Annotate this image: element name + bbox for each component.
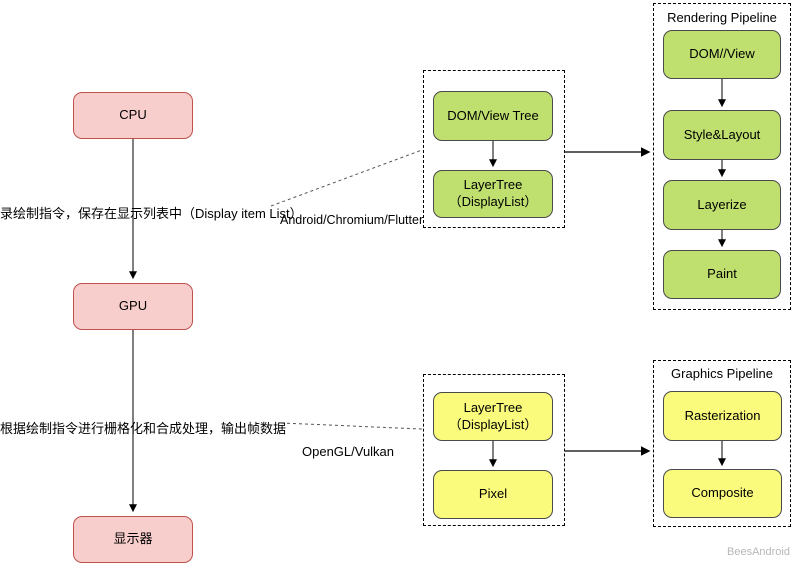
node-layerize-label: Layerize (697, 196, 747, 212)
label-opengl-vulkan: OpenGL/Vulkan (302, 444, 395, 459)
node-pixel-label: Pixel (478, 486, 508, 502)
link-cpu-note-group (270, 149, 423, 207)
node-layertree-bottom-label: LayerTree （DisplayList） (448, 399, 538, 432)
node-layertree-top-label: LayerTree （DisplayList） (448, 177, 538, 209)
node-pixel: Pixel (433, 470, 553, 519)
rendering-pipeline-title: Rendering Pipeline (667, 10, 777, 25)
annotation-cpu-note: 录绘制指令，保存在显示列表中（Display item List） (0, 206, 303, 221)
node-style-layout-label: Style&Layout (683, 126, 761, 142)
node-dom-view-tree: DOM/View Tree (433, 91, 553, 141)
node-dom-view-tree-label: DOM/View Tree (447, 107, 539, 123)
node-layertree-top: LayerTree （DisplayList） (433, 170, 553, 218)
node-rasterization: Rasterization (663, 391, 782, 441)
node-gpu-label: GPU (118, 298, 148, 314)
node-layerize: Layerize (663, 180, 781, 230)
annotation-gpu-note: 根据绘制指令进行栅格化和合成处理，输出帧数据 (0, 421, 287, 436)
link-gpu-note-group (280, 422, 423, 430)
label-android-chromium-flutter: Android/Chromium/Flutter (280, 213, 424, 227)
node-cpu: CPU (73, 92, 193, 139)
node-layertree-bottom: LayerTree （DisplayList） (433, 392, 553, 441)
node-paint: Paint (663, 250, 781, 299)
node-paint-label: Paint (707, 266, 737, 282)
node-composite-label: Composite (691, 485, 754, 501)
container-graphics-pipeline: Graphics Pipeline (653, 360, 791, 527)
node-display: 显示器 (73, 516, 193, 563)
node-display-label: 显示器 (113, 531, 153, 547)
watermark: BeesAndroid (727, 546, 790, 558)
node-rasterization-label: Rasterization (684, 407, 761, 423)
group-graphics-api (423, 374, 565, 526)
node-style-layout: Style&Layout (663, 110, 781, 160)
group-ui-framework (423, 70, 565, 228)
node-dom-view-label: DOM//View (689, 46, 755, 62)
graphics-pipeline-title: Graphics Pipeline (671, 366, 773, 381)
node-cpu-label: CPU (119, 107, 147, 123)
node-composite: Composite (663, 469, 782, 518)
node-dom-view: DOM//View (663, 30, 781, 79)
container-rendering-pipeline: Rendering Pipeline (653, 3, 791, 310)
node-gpu: GPU (73, 283, 193, 330)
